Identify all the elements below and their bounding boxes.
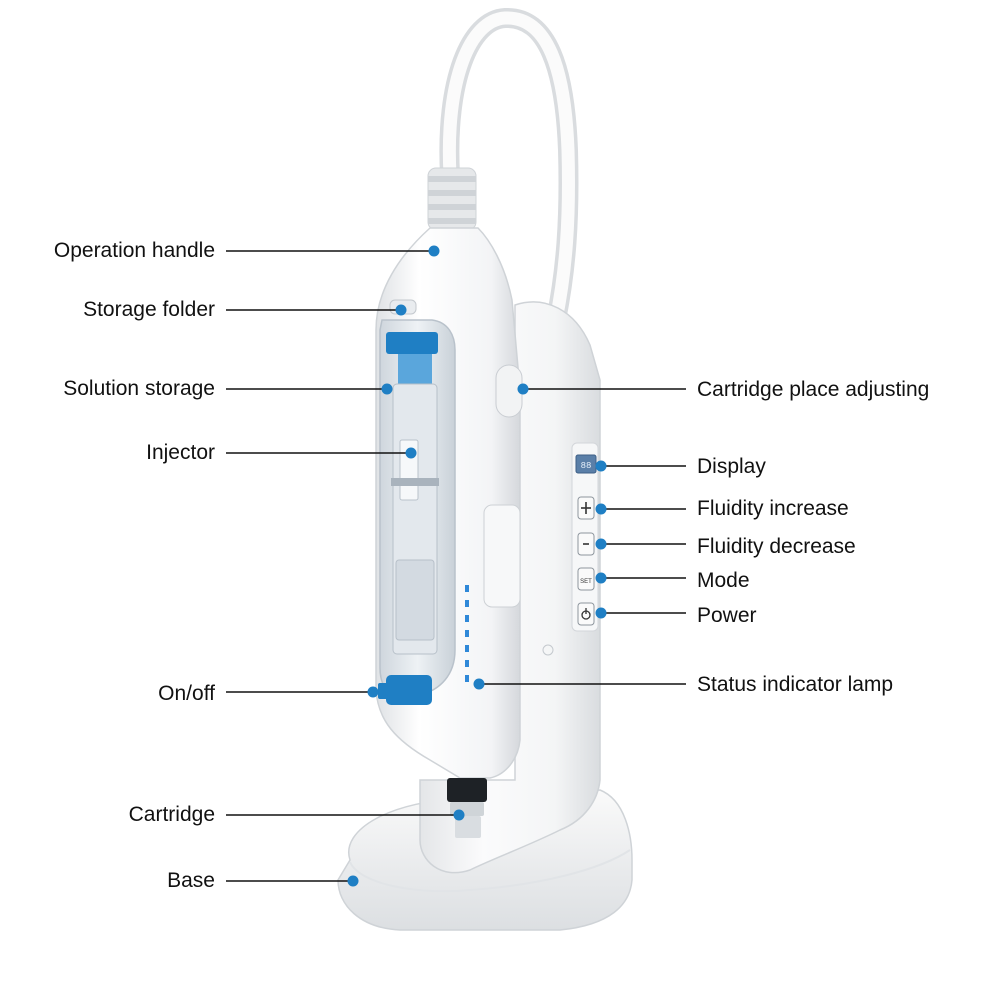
label-base: Base xyxy=(167,869,215,892)
label-fluidity-increase: Fluidity increase xyxy=(697,497,849,520)
callout-dot-mode xyxy=(595,572,607,584)
label-cartridge-place-adjusting: Cartridge place adjusting xyxy=(697,378,930,401)
callout-dot-solution-storage xyxy=(381,383,393,395)
mode-button[interactable]: SET xyxy=(577,567,595,591)
label-solution-storage: Solution storage xyxy=(63,377,215,400)
callout-dots xyxy=(347,245,607,887)
label-fluidity-decrease: Fluidity decrease xyxy=(697,535,856,558)
svg-text:88: 88 xyxy=(581,461,592,471)
callout-dot-fluidity-increase xyxy=(595,503,607,515)
status-indicator-lamps xyxy=(465,585,469,682)
side-sensor-dot xyxy=(542,644,554,656)
label-display: Display xyxy=(697,455,766,478)
fluidity-increase-button[interactable] xyxy=(577,496,595,520)
callout-dot-injector xyxy=(405,447,417,459)
callout-dot-power xyxy=(595,607,607,619)
svg-text:SET: SET xyxy=(580,579,592,585)
callout-dot-cartridge-place-adjusting xyxy=(517,383,529,395)
callout-dot-display xyxy=(595,460,607,472)
label-injector: Injector xyxy=(146,441,215,464)
injector-window xyxy=(378,319,456,705)
callout-dot-fluidity-decrease xyxy=(595,538,607,550)
callout-dot-storage-folder xyxy=(395,304,407,316)
label-power: Power xyxy=(697,604,757,627)
callout-dot-on-off xyxy=(367,686,379,698)
label-status-indicator-lamp: Status indicator lamp xyxy=(697,673,894,696)
cable-strain-relief xyxy=(427,167,477,231)
label-storage-folder: Storage folder xyxy=(83,298,215,321)
label-mode: Mode xyxy=(697,569,750,592)
cartridge-nozzle xyxy=(447,778,487,838)
callout-dot-base xyxy=(347,875,359,887)
label-cartridge: Cartridge xyxy=(128,803,215,826)
callout-dot-status-indicator-lamp xyxy=(473,678,485,690)
power-button[interactable] xyxy=(577,602,595,626)
label-on-off: On/off xyxy=(158,682,215,705)
callout-lines xyxy=(226,250,686,882)
callout-dot-cartridge xyxy=(453,809,465,821)
display-screen: 88 xyxy=(575,454,597,474)
fluidity-decrease-button[interactable] xyxy=(577,532,595,556)
label-operation-handle: Operation handle xyxy=(53,239,215,262)
callout-dot-operation-handle xyxy=(428,245,440,257)
